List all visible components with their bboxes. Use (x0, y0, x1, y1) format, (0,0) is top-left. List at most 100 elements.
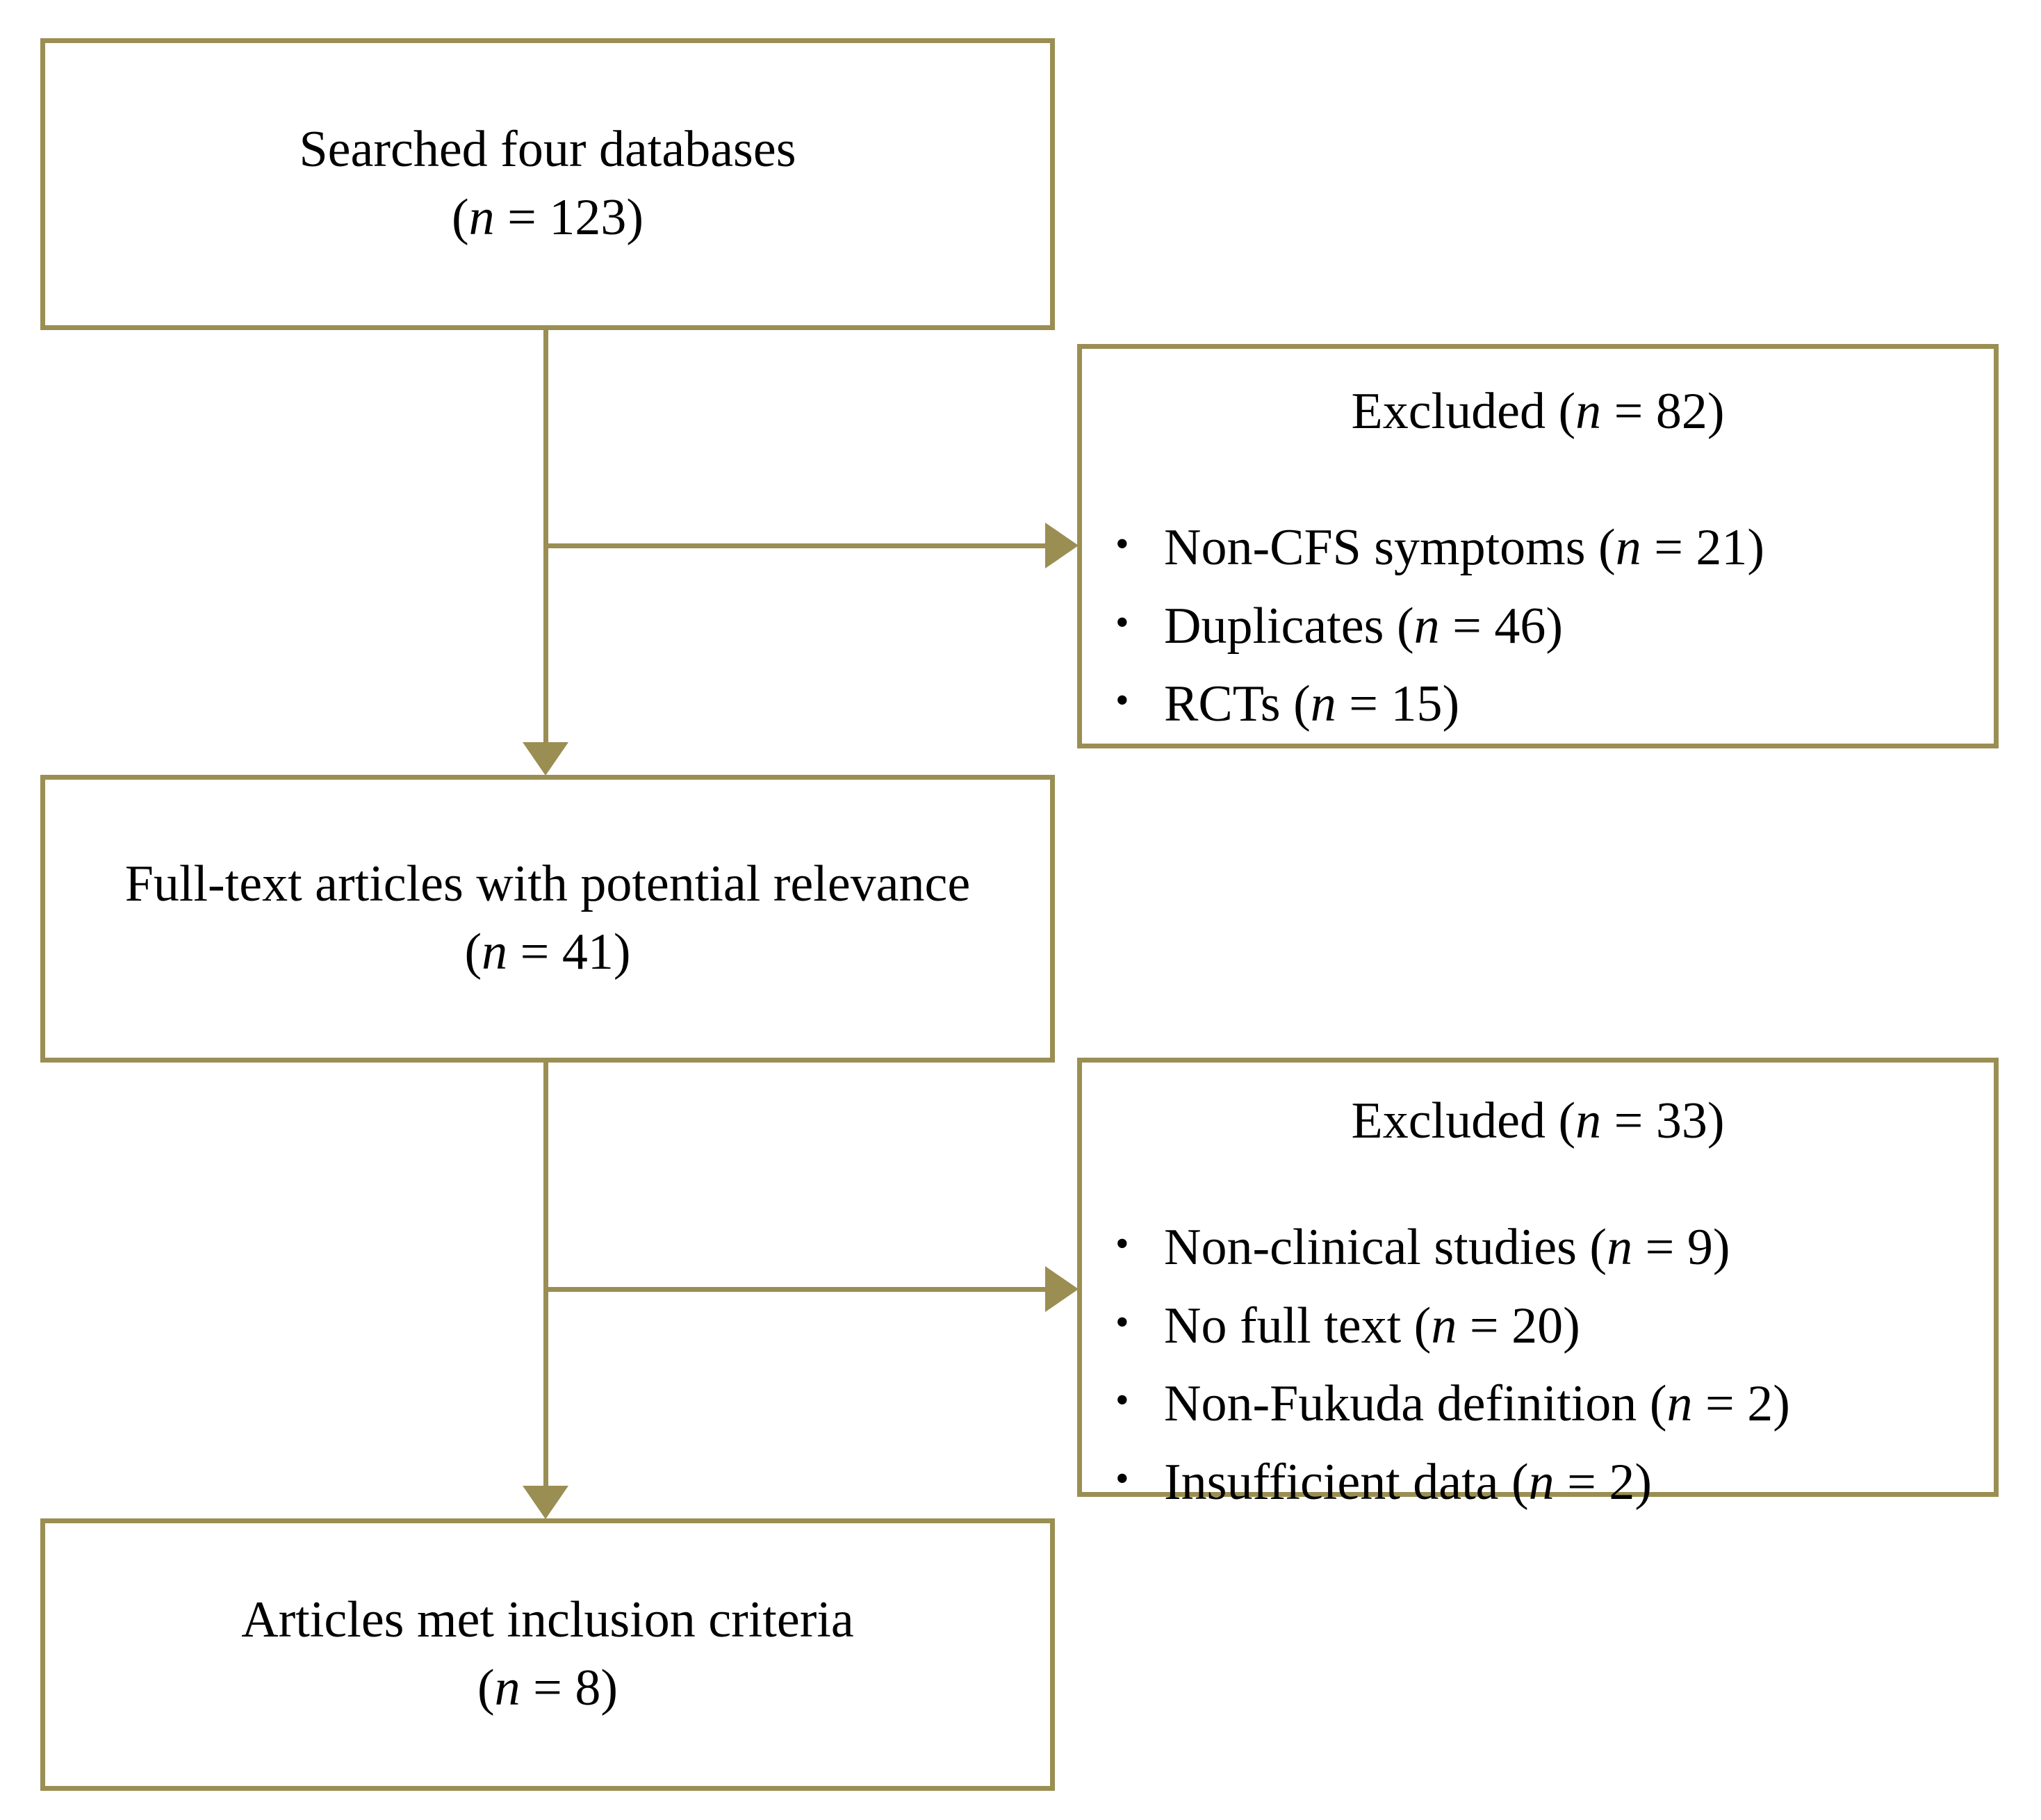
count-open-paren: ( (1558, 383, 1576, 440)
count-close-paren: ) (1634, 1453, 1653, 1511)
box-excluded-first-stage: Excluded (n = 82) Non-CFS symptoms (n = … (1077, 344, 1999, 748)
box-full-text-articles: Full-text articles with potential releva… (40, 775, 1055, 1063)
reason-label: Insufficient data (1164, 1453, 1512, 1511)
searched-databases-text: Searched four databases (n = 123) (45, 116, 1050, 252)
reason-label: Non-clinical studies (1164, 1219, 1590, 1277)
count-equals: = (1336, 675, 1391, 733)
reason-label: Duplicates (1164, 597, 1397, 655)
count-equals: = (494, 189, 550, 246)
count-close-paren: ) (1707, 1092, 1725, 1149)
count-close-paren: ) (600, 1659, 618, 1716)
reason-label: RCTs (1164, 675, 1294, 733)
count-open-paren: ( (477, 1659, 495, 1716)
count-close-paren: ) (1707, 383, 1725, 440)
count-value: 9 (1687, 1219, 1713, 1277)
list-item: Insufficient data (n = 2) (1100, 1442, 1994, 1521)
count-equals: = (1692, 1375, 1748, 1433)
list-item: Duplicates (n = 46) (1100, 586, 1994, 665)
count-value: 33 (1655, 1092, 1707, 1149)
count-open-paren: ( (1413, 1297, 1432, 1354)
count-equals: = (1632, 1219, 1687, 1277)
count-close-paren: ) (1442, 675, 1460, 733)
count-close-paren: ) (1773, 1375, 1790, 1433)
list-item: Non-Fukuda definition (n = 2) (1100, 1363, 1994, 1443)
count-value: 46 (1494, 597, 1546, 655)
count-value: 2 (1609, 1453, 1635, 1511)
count-open-paren: ( (1598, 519, 1616, 577)
reason-label: Non-Fukuda definition (1164, 1375, 1650, 1433)
connector-searched-to-fulltext-line (543, 330, 548, 745)
count-equals: = (1641, 519, 1696, 577)
count-close-paren: ) (613, 924, 631, 981)
reason-label: No full text (1164, 1297, 1414, 1354)
count-open-paren: ( (1649, 1375, 1667, 1433)
count-equals: = (1457, 1297, 1512, 1354)
full-text-articles-line1: Full-text articles with potential releva… (124, 855, 971, 913)
box-searched-databases: Searched four databases (n = 123) (40, 38, 1055, 330)
count-n-symbol: n (494, 1659, 521, 1716)
count-equals: = (1439, 597, 1495, 655)
excluded-second-stage-reason-list: Non-clinical studies (n = 9) No full tex… (1100, 1207, 1994, 1521)
excluded-first-stage-reason-list: Non-CFS symptoms (n = 21) Duplicates (n … (1100, 507, 1994, 743)
count-close-paren: ) (1546, 597, 1563, 655)
count-equals: = (1554, 1453, 1609, 1511)
count-n-symbol: n (1575, 1092, 1602, 1149)
count-n-symbol: n (1575, 383, 1602, 440)
count-open-paren: ( (1511, 1453, 1529, 1511)
count-equals: = (1601, 1092, 1656, 1149)
connector-fulltext-to-excluded-2-line (543, 1287, 1045, 1292)
arrowhead-into-excluded-2-box (1045, 1266, 1079, 1312)
list-item: Non-clinical studies (n = 9) (1100, 1207, 1994, 1286)
count-value: 123 (549, 189, 627, 246)
count-value: 2 (1747, 1375, 1773, 1433)
count-n-symbol: n (482, 924, 508, 981)
searched-databases-count: (n = 123) (73, 184, 1022, 252)
list-item: No full text (n = 20) (1100, 1286, 1994, 1365)
excluded-second-stage-body: Excluded (n = 33) Non-clinical studies (… (1082, 1063, 1994, 1516)
count-open-paren: ( (451, 189, 469, 246)
articles-included-line1: Articles met inclusion criteria (241, 1591, 854, 1649)
count-value: 8 (575, 1659, 601, 1716)
count-open-paren: ( (1558, 1092, 1576, 1149)
full-text-articles-text: Full-text articles with potential releva… (45, 851, 1050, 986)
count-close-paren: ) (1747, 519, 1765, 577)
count-open-paren: ( (464, 924, 482, 981)
count-open-paren: ( (1396, 597, 1414, 655)
count-close-paren: ) (1563, 1297, 1580, 1354)
count-equals: = (520, 1659, 575, 1716)
count-open-paren: ( (1589, 1219, 1607, 1277)
count-n-symbol: n (1528, 1453, 1555, 1511)
count-value: 15 (1391, 675, 1443, 733)
arrowhead-into-included-box (523, 1486, 568, 1519)
connector-searched-to-excluded-1-line (543, 543, 1045, 548)
count-n-symbol: n (1615, 519, 1641, 577)
arrowhead-into-excluded-1-box (1045, 523, 1079, 568)
box-articles-met-inclusion-criteria: Articles met inclusion criteria (n = 8) (40, 1518, 1055, 1791)
count-close-paren: ) (626, 189, 644, 246)
count-n-symbol: n (1431, 1297, 1457, 1354)
count-n-symbol: n (1413, 597, 1440, 655)
excluded-first-stage-body: Excluded (n = 82) Non-CFS symptoms (n = … (1082, 349, 1994, 744)
count-equals: = (1601, 383, 1656, 440)
count-value: 21 (1696, 519, 1748, 577)
list-item: Non-CFS symptoms (n = 21) (1100, 507, 1994, 587)
count-n-symbol: n (1607, 1219, 1633, 1277)
list-item: RCTs (n = 15) (1100, 664, 1994, 743)
count-equals: = (507, 924, 562, 981)
box-excluded-second-stage: Excluded (n = 33) Non-clinical studies (… (1077, 1058, 1999, 1516)
excluded-label: Excluded (1351, 1092, 1559, 1149)
excluded-first-stage-heading: Excluded (n = 82) (1082, 378, 1994, 445)
count-close-paren: ) (1712, 1219, 1730, 1277)
count-n-symbol: n (1310, 675, 1336, 733)
arrowhead-into-fulltext-box (523, 742, 568, 776)
articles-included-count: (n = 8) (73, 1655, 1022, 1723)
count-value: 41 (562, 924, 614, 981)
excluded-second-stage-heading: Excluded (n = 33) (1082, 1088, 1994, 1154)
count-value: 20 (1511, 1297, 1564, 1354)
count-n-symbol: n (1666, 1375, 1693, 1433)
searched-databases-line1: Searched four databases (299, 121, 796, 179)
excluded-label: Excluded (1351, 383, 1559, 440)
connector-fulltext-to-included-line (543, 1063, 548, 1489)
count-value: 82 (1655, 383, 1707, 440)
